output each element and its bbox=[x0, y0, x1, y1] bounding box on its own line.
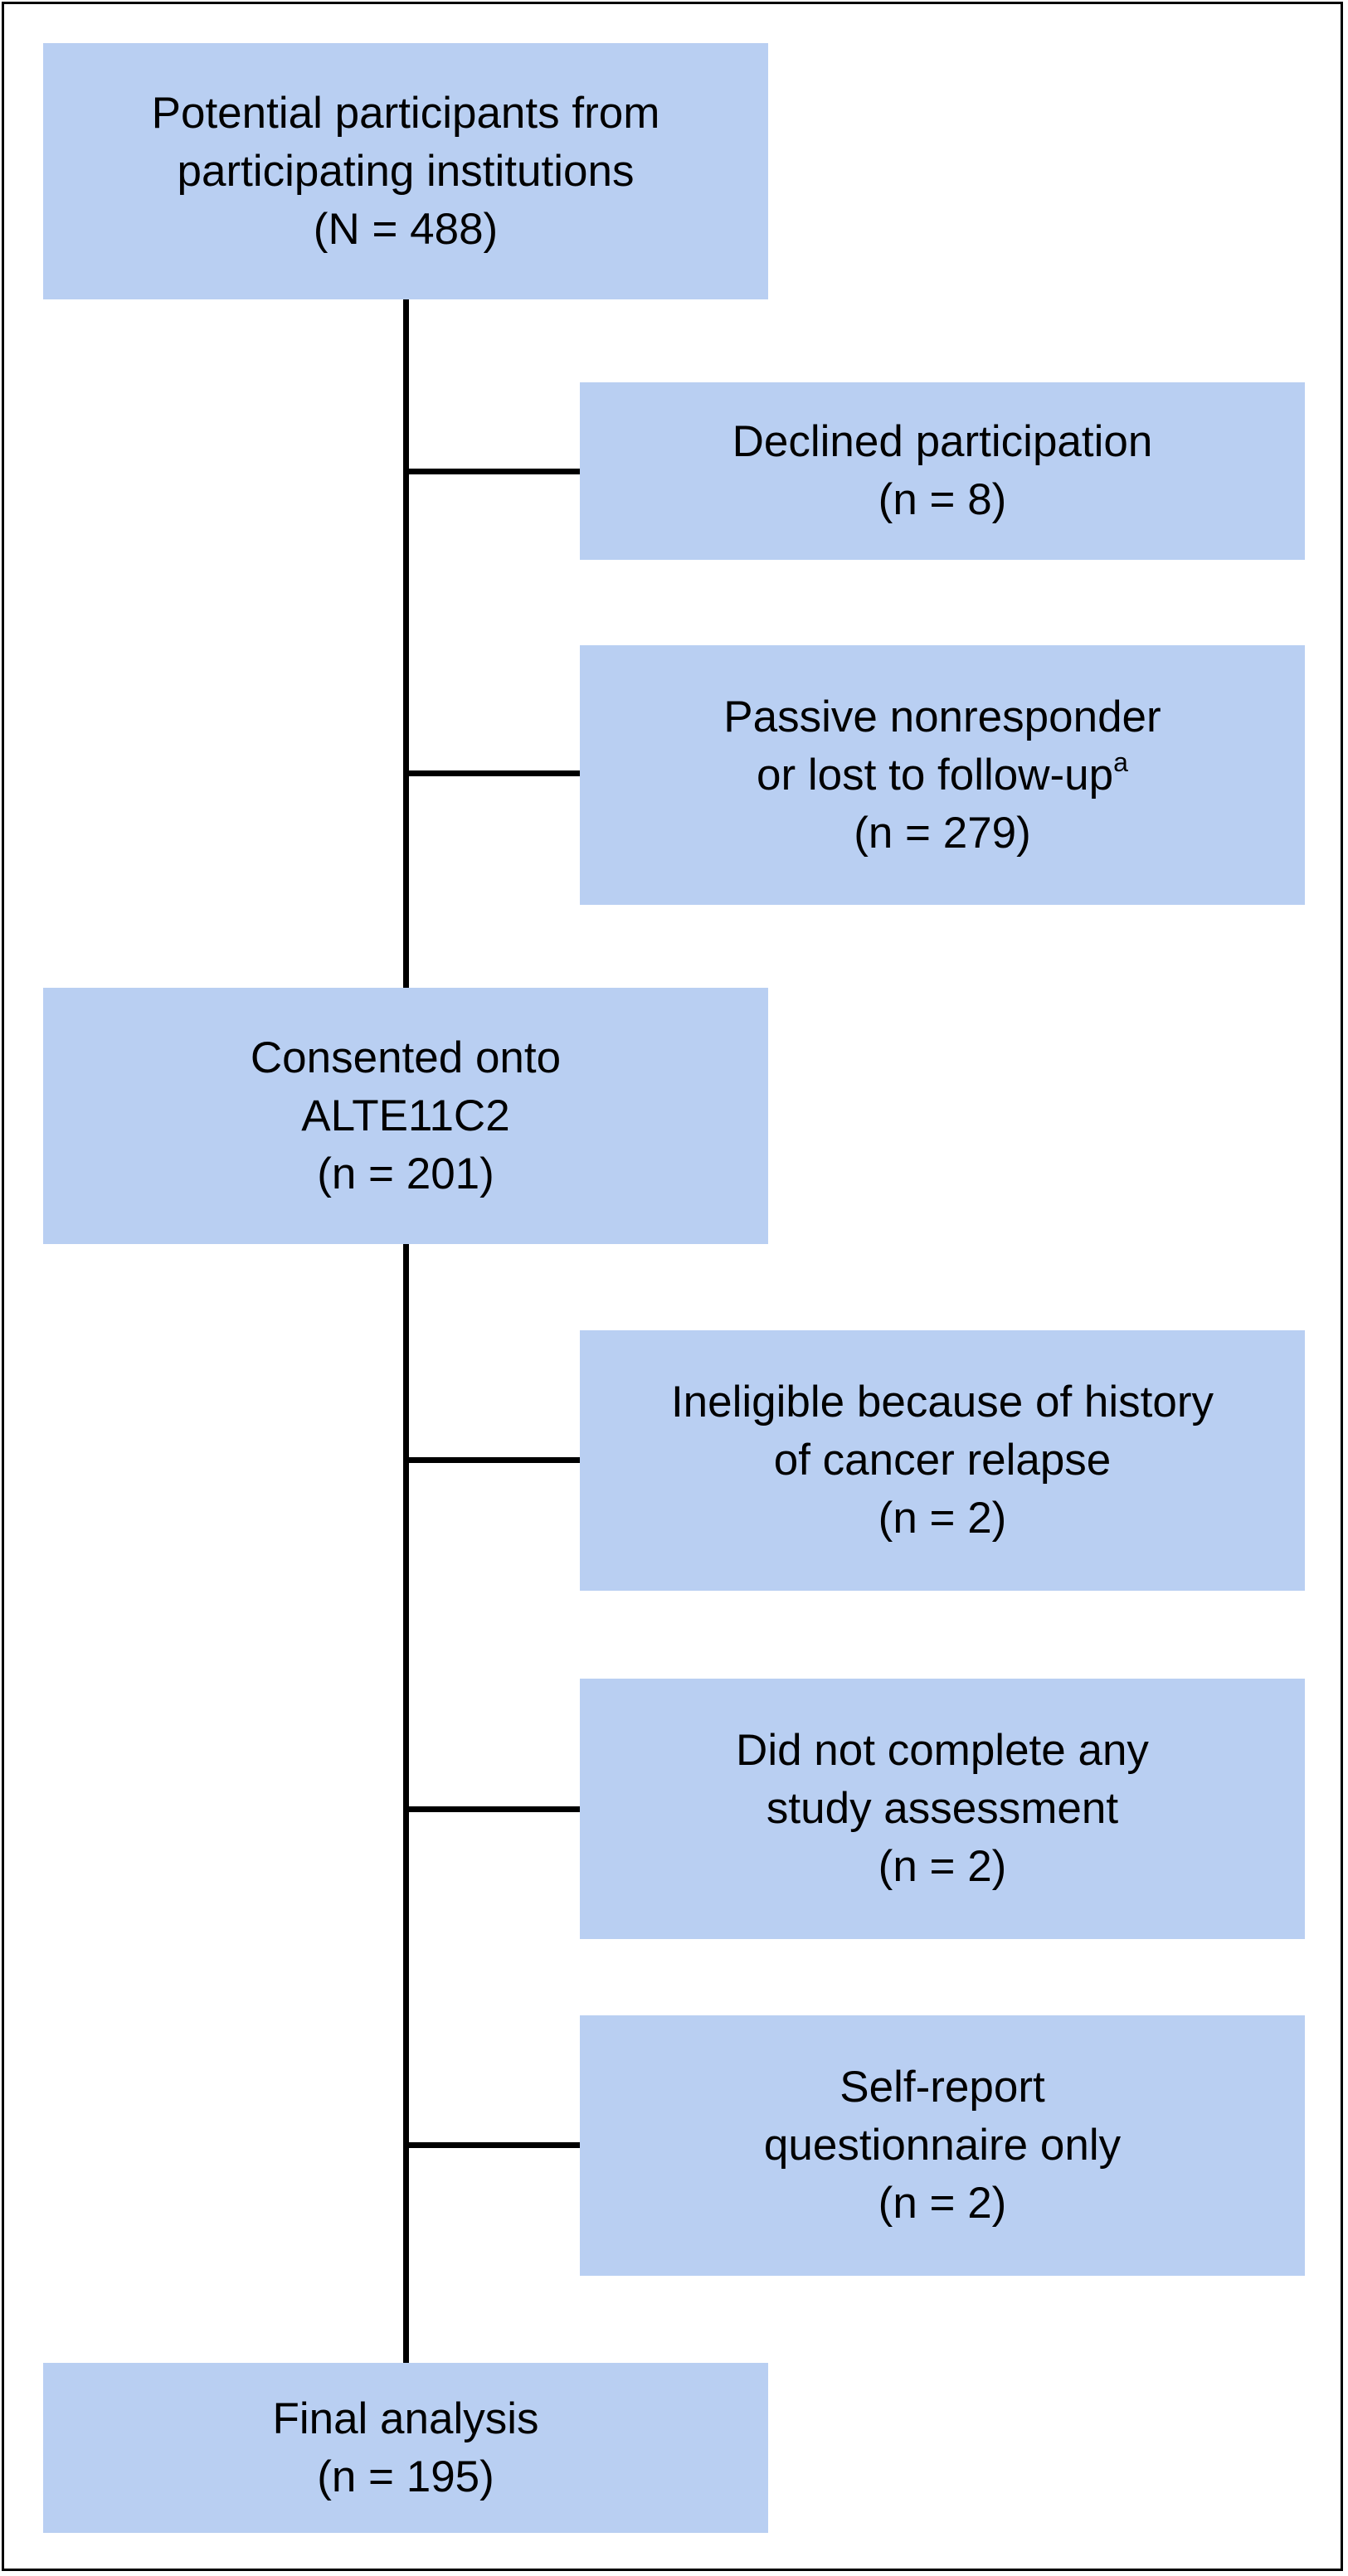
incomplete-count: (n = 2) bbox=[878, 1842, 1007, 1891]
trunk-line-upper bbox=[403, 299, 409, 989]
ineligible-count: (n = 2) bbox=[878, 1494, 1007, 1543]
incomplete-line-2: study assessment bbox=[766, 1784, 1119, 1833]
incomplete-line-1: Did not complete any bbox=[736, 1726, 1149, 1775]
selfreport-count: (n = 2) bbox=[878, 2179, 1007, 2228]
potential-participants-box: Potential participants from participatin… bbox=[43, 43, 768, 299]
selfreport-line-2: questionnaire only bbox=[763, 2121, 1122, 2170]
self-report-box: Self-report questionnaire only (n = 2) bbox=[580, 2015, 1305, 2276]
branch-line-selfreport bbox=[403, 2142, 581, 2148]
ineligible-box: Ineligible because of history of cancer … bbox=[580, 1330, 1305, 1591]
passive-count: (n = 279) bbox=[854, 808, 1031, 858]
passive-line-2-wrap: or lost to follow-upa bbox=[757, 746, 1128, 804]
ineligible-line-1: Ineligible because of history bbox=[670, 1378, 1214, 1427]
passive-nonresponder-box: Passive nonresponder or lost to follow-u… bbox=[580, 645, 1305, 905]
declined-participation-box: Declined participation (n = 8) bbox=[580, 382, 1305, 560]
branch-line-passive bbox=[403, 770, 581, 776]
selfreport-line-1: Self-report bbox=[839, 2063, 1045, 2112]
branch-line-ineligible bbox=[403, 1457, 581, 1463]
consented-line-1: Consented onto bbox=[250, 1033, 562, 1082]
final-count: (n = 195) bbox=[317, 2452, 494, 2501]
passive-footnote-marker: a bbox=[1113, 746, 1128, 777]
declined-line-1: Declined participation bbox=[732, 417, 1153, 466]
branch-line-incomplete bbox=[403, 1806, 581, 1812]
trunk-line-lower bbox=[403, 1244, 409, 2364]
passive-line-1: Passive nonresponder bbox=[723, 692, 1161, 741]
consented-count: (n = 201) bbox=[317, 1149, 494, 1198]
passive-line-2: or lost to follow-up bbox=[757, 750, 1114, 800]
consented-box: Consented onto ALTE11C2 (n = 201) bbox=[43, 988, 768, 1244]
final-analysis-box: Final analysis (n = 195) bbox=[43, 2363, 768, 2533]
final-line-1: Final analysis bbox=[272, 2394, 539, 2443]
potential-line-1: Potential participants from bbox=[151, 88, 660, 138]
potential-line-2: participating institutions bbox=[177, 146, 635, 196]
ineligible-line-2: of cancer relapse bbox=[773, 1436, 1112, 1485]
potential-count: (N = 488) bbox=[313, 204, 499, 254]
branch-line-declined bbox=[403, 469, 581, 474]
declined-count: (n = 8) bbox=[878, 475, 1007, 524]
consented-line-2: ALTE11C2 bbox=[301, 1091, 510, 1140]
did-not-complete-box: Did not complete any study assessment (n… bbox=[580, 1679, 1305, 1939]
